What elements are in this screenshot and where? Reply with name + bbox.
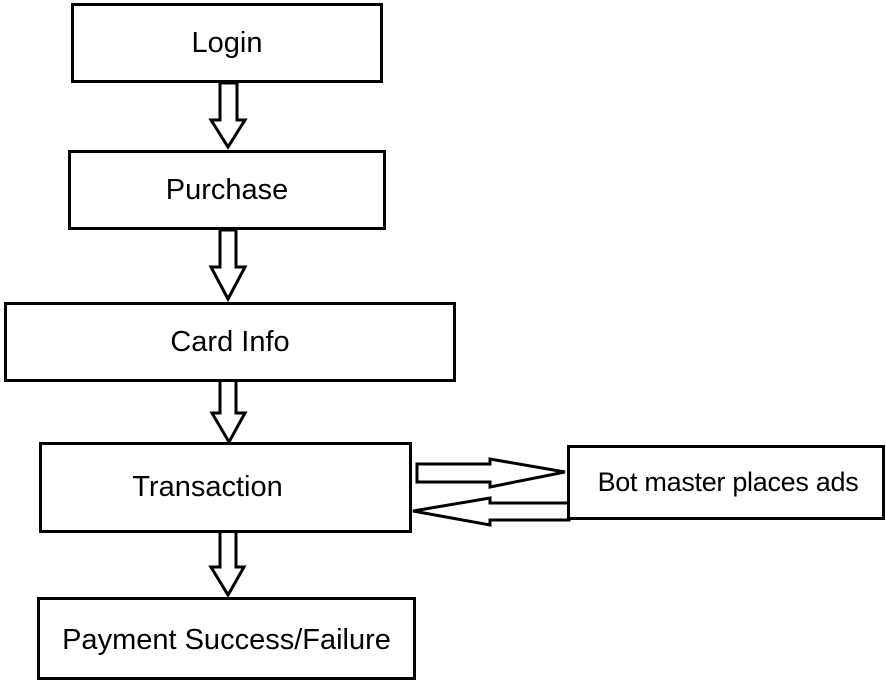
arrow-transaction-to-bot-master [415, 457, 566, 489]
login-node: Login [71, 3, 383, 83]
purchase-label: Purchase [165, 173, 289, 206]
arrow-card-info-to-transaction [209, 377, 248, 446]
bot-master-node: Bot master places ads [567, 445, 885, 520]
arrow-bot-master-to-transaction [412, 496, 571, 527]
payment-node: Payment Success/Failure [37, 597, 416, 680]
payment-label: Payment Success/Failure [62, 624, 391, 656]
arrow-login-to-purchase [208, 81, 248, 150]
arrow-transaction-to-payment [208, 528, 247, 598]
transaction-node: Transaction [39, 442, 412, 533]
purchase-node: Purchase [68, 150, 386, 230]
transaction-label: Transaction [132, 471, 283, 503]
card-info-label: Card Info [170, 325, 290, 358]
login-label: Login [191, 26, 263, 59]
arrow-purchase-to-card-info [208, 228, 248, 303]
bot-master-label: Bot master places ads [597, 467, 859, 497]
card-info-node: Card Info [4, 302, 456, 382]
